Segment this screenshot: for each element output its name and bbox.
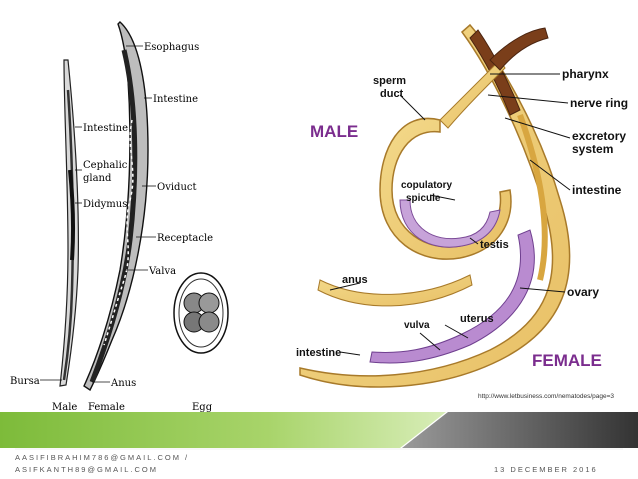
label-bursa: Bursa [10,376,40,387]
label-cephalic: Cephalic [83,160,128,171]
label-ovary: ovary [567,285,599,299]
label-testis: testis [480,239,509,251]
egg-shell [173,272,229,354]
footer-green-band [0,412,446,448]
egg-inner [178,278,224,348]
label-esophagus: Esophagus [144,42,199,53]
left-leader-lines [40,45,156,383]
female-worm-coil [103,119,134,346]
label-excretory: excretory [572,129,626,143]
female-ovary [369,229,535,364]
label-anus-right: anus [342,274,368,286]
egg-cell-2 [198,292,220,314]
label-female-left: Female [88,402,125,413]
footer-author-line-2: ASIFKANTH89@GMAIL.COM [15,465,158,474]
right-nematode-figure: MALE FEMALE sperm duct copulatory spicul… [290,0,638,410]
label-sperm: sperm [373,75,406,87]
female-intestine [517,113,548,281]
label-male-right: MALE [310,122,358,141]
male-testis [399,199,501,248]
male-tail [439,59,506,129]
label-receptacle: Receptacle [157,233,213,244]
male-worm-body [59,59,79,387]
label-intestine-male: Intestine [83,123,128,134]
label-copulatory: copulatory [401,180,453,191]
label-vulva: vulva [404,320,430,331]
label-valva: Valva [148,266,176,277]
label-intestine-female: Intestine [153,94,198,105]
label-oviduct: Oviduct [157,182,197,193]
male-lower-arc [317,274,473,307]
right-leader-lines [329,73,571,356]
label-anus-left: Anus [110,378,136,389]
label-intestine-right: intestine [572,183,622,197]
left-nematode-figure: Esophagus Intestine Intestine Cephalic g… [10,21,229,413]
label-intestine-bottom: intestine [296,347,341,359]
label-didymus: Didymus [83,199,127,210]
male-worm-gut [62,89,75,381]
label-system: system [572,142,613,156]
label-spicule: spicule [406,193,441,204]
egg-cell-4 [198,311,220,333]
figure-source-url: http://www.letbusiness.com/nematodes/pag… [478,393,614,400]
footer-author-line-1: AASIFIBRAHIM786@GMAIL.COM / [15,453,190,462]
male-worm-organ [68,169,76,261]
label-duct: duct [380,88,404,100]
label-egg: Egg [192,402,213,413]
label-uterus: uterus [460,313,494,325]
label-female-right: FEMALE [532,351,602,370]
footer-dark-band [402,412,638,448]
male-head-pharynx [489,27,549,71]
label-nerve-ring: nerve ring [570,96,628,110]
label-pharynx: pharynx [562,67,609,81]
label-gland: gland [83,173,112,184]
label-male-left: Male [52,402,77,413]
female-worm-gut [89,49,138,383]
footer-date: 13 DECEMBER 2016 [494,465,598,474]
male-body [379,117,512,260]
